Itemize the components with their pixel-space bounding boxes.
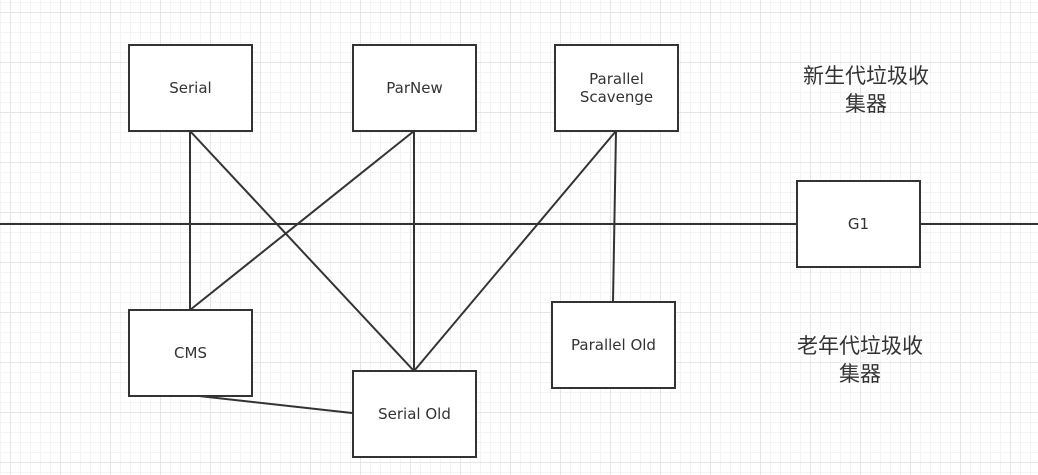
node-parallel-scavenge[interactable]: Parallel Scavenge [554, 44, 679, 132]
node-parallel-old[interactable]: Parallel Old [551, 301, 676, 389]
node-parnew[interactable]: ParNew [352, 44, 477, 132]
young-generation-label: 新生代垃圾收 集器 [803, 64, 929, 116]
node-cms[interactable]: CMS [128, 309, 253, 397]
edge-parnew-cms [189, 130, 415, 311]
node-serial-old[interactable]: Serial Old [352, 370, 477, 458]
edge-parallel-scavenge-serial-old [413, 130, 617, 372]
node-serial[interactable]: Serial [128, 44, 253, 132]
node-g1[interactable]: G1 [796, 180, 921, 268]
edge-cms-serial-old [189, 394, 353, 414]
edge-serial-serial-old [189, 130, 415, 372]
old-generation-label: 老年代垃圾收 集器 [797, 334, 923, 386]
edge-parallel-scavenge-parallel-old [612, 130, 617, 303]
